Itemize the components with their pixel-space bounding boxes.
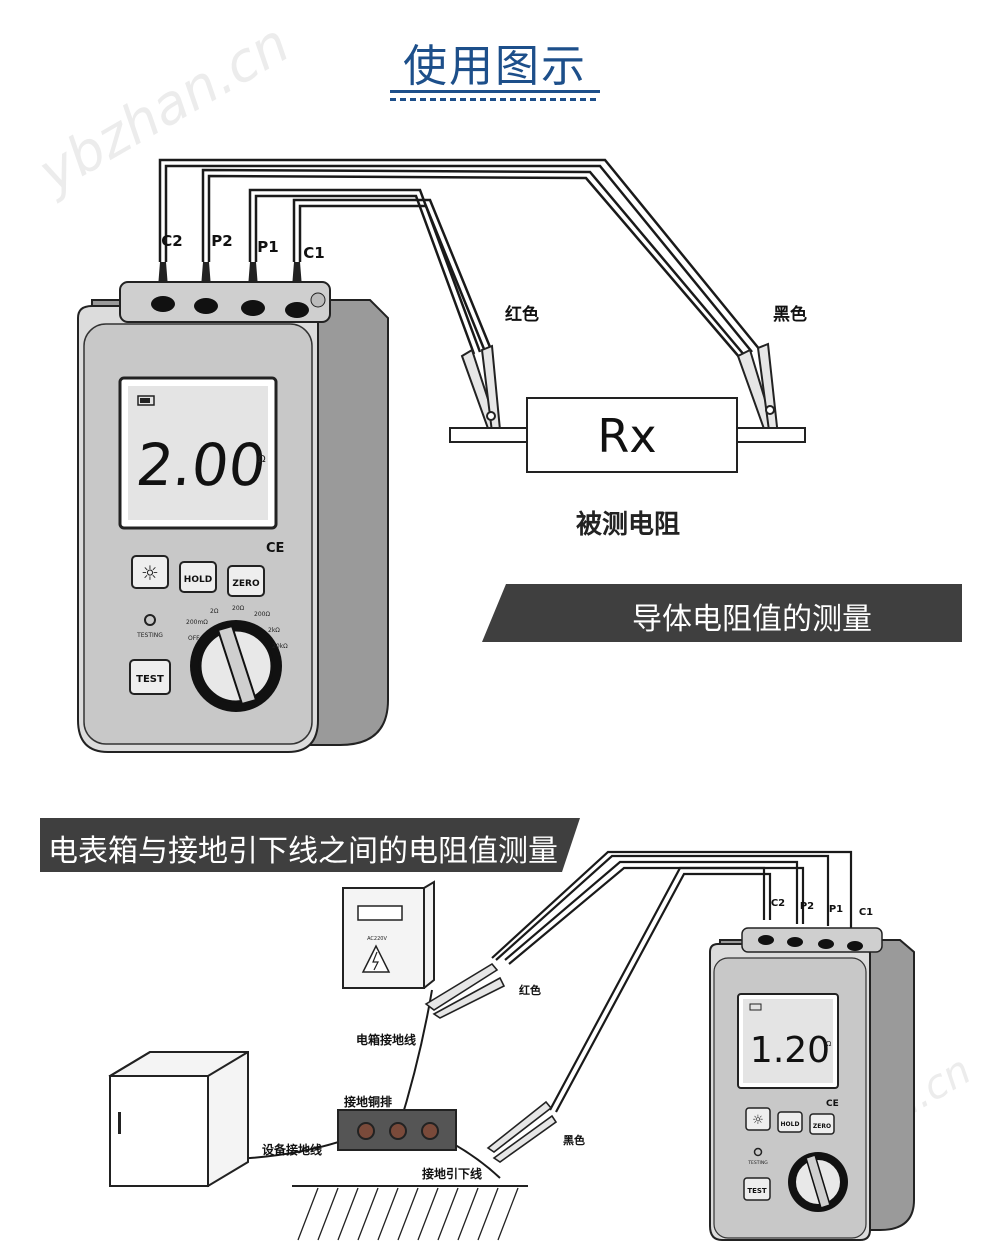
terminal-label-c2: C2 xyxy=(771,898,785,909)
ce-mark: CE xyxy=(266,541,284,556)
dial-label: 200mΩ xyxy=(186,619,208,626)
lcd-unit: Ω xyxy=(258,454,266,465)
red-lead-label: 红色 xyxy=(519,983,541,997)
sun-icon: ☼ xyxy=(141,561,159,585)
hold-button: HOLD xyxy=(777,1111,803,1133)
section1-banner-text: 导体电阻值的测量 xyxy=(632,602,872,637)
dial-label: 2Ω xyxy=(210,608,219,615)
terminal-label-c1: C1 xyxy=(303,244,324,262)
hold-button-label: HOLD xyxy=(781,1121,800,1128)
red-lead-label: 红色 xyxy=(505,304,539,325)
dial-label: 200Ω xyxy=(254,611,270,618)
backlight-button: ☼ xyxy=(131,555,169,589)
dial-label: 20Ω xyxy=(232,605,245,612)
ce-mark: CE xyxy=(826,1099,839,1109)
zero-button: ZERO xyxy=(227,565,265,597)
dial-label: 2kΩ xyxy=(268,627,280,634)
page-title: 使用图示 xyxy=(403,41,587,92)
test-button: TEST xyxy=(129,659,171,695)
test-leads xyxy=(491,850,853,1113)
hold-button: HOLD xyxy=(179,561,217,593)
zero-button: ZERO xyxy=(809,1113,835,1135)
grounding-copper-bar xyxy=(337,1109,457,1151)
testing-label: TESTING xyxy=(136,632,163,639)
testing-label: TESTING xyxy=(747,1160,768,1166)
down-conductor-label: 接地引下线 xyxy=(422,1166,482,1181)
test-button-label: TEST xyxy=(747,1187,767,1195)
resistor-under-test xyxy=(449,397,806,473)
red-alligator-clip xyxy=(460,344,502,436)
section1-banner: 导体电阻值的测量 xyxy=(482,584,962,642)
backlight-button: ☼ xyxy=(745,1107,771,1131)
lcd-reading: 1.20 xyxy=(750,1030,830,1071)
earth-ground xyxy=(292,1185,528,1241)
range-selector-dial xyxy=(190,620,282,712)
black-alligator-clip xyxy=(486,1100,558,1163)
box-ground-wire-label: 电箱接地线 xyxy=(356,1032,416,1047)
lcd-reading: 2.00 xyxy=(133,431,269,499)
section2-banner: 电表箱与接地引下线之间的电阻值测量 xyxy=(40,818,580,872)
terminal-label-p2: P2 xyxy=(800,901,814,912)
terminal-label-c2: C2 xyxy=(161,232,182,250)
terminal-label-p2: P2 xyxy=(211,232,232,250)
range-selector-dial xyxy=(788,1152,848,1212)
hold-button-label: HOLD xyxy=(184,575,212,585)
conductor-measurement-diagram: C2 P2 P1 C1 2.00 Ω CE ☼ HOLD ZER xyxy=(77,158,807,753)
testing-indicator-icon xyxy=(144,614,156,626)
dial-label: 20kΩ xyxy=(272,643,288,650)
lcd-unit: Ω xyxy=(826,1040,832,1048)
meter-box-label: AC220V xyxy=(367,936,387,942)
test-button: TEST xyxy=(743,1177,771,1201)
terminal-label-p1: P1 xyxy=(257,238,278,256)
red-alligator-clip xyxy=(424,962,506,1019)
terminal-label-p1: P1 xyxy=(829,904,843,915)
grounding-bar-label: 接地铜排 xyxy=(344,1094,392,1109)
test-leads xyxy=(158,158,761,359)
resistor-caption: 被测电阻 xyxy=(576,510,680,540)
black-lead-label: 黑色 xyxy=(773,304,807,325)
section2-banner-text: 电表箱与接地引下线之间的电阻值测量 xyxy=(48,834,558,869)
resistance-meter xyxy=(77,281,389,753)
zero-button-label: ZERO xyxy=(813,1123,831,1130)
title-underline xyxy=(390,90,600,93)
sun-icon: ☼ xyxy=(752,1113,764,1128)
electric-meter-box xyxy=(342,880,435,989)
black-alligator-clip xyxy=(736,342,780,442)
grounding-measurement-diagram: C2 P2 P1 C1 1.20 Ω CE ☼ HOLD ZERO TESTIN… xyxy=(108,850,915,1241)
black-lead-label: 黑色 xyxy=(563,1133,585,1147)
zero-button-label: ZERO xyxy=(232,579,260,589)
test-button-label: TEST xyxy=(136,674,164,685)
equipment-cabinet xyxy=(108,1051,249,1188)
equipment-ground-wire-label: 设备接地线 xyxy=(262,1142,322,1157)
testing-indicator-icon xyxy=(753,1147,763,1157)
terminal-label-c1: C1 xyxy=(859,907,873,918)
resistor-label: Rx xyxy=(597,409,656,463)
dial-label: OFF xyxy=(188,635,200,642)
title-dashed-underline xyxy=(390,98,600,101)
